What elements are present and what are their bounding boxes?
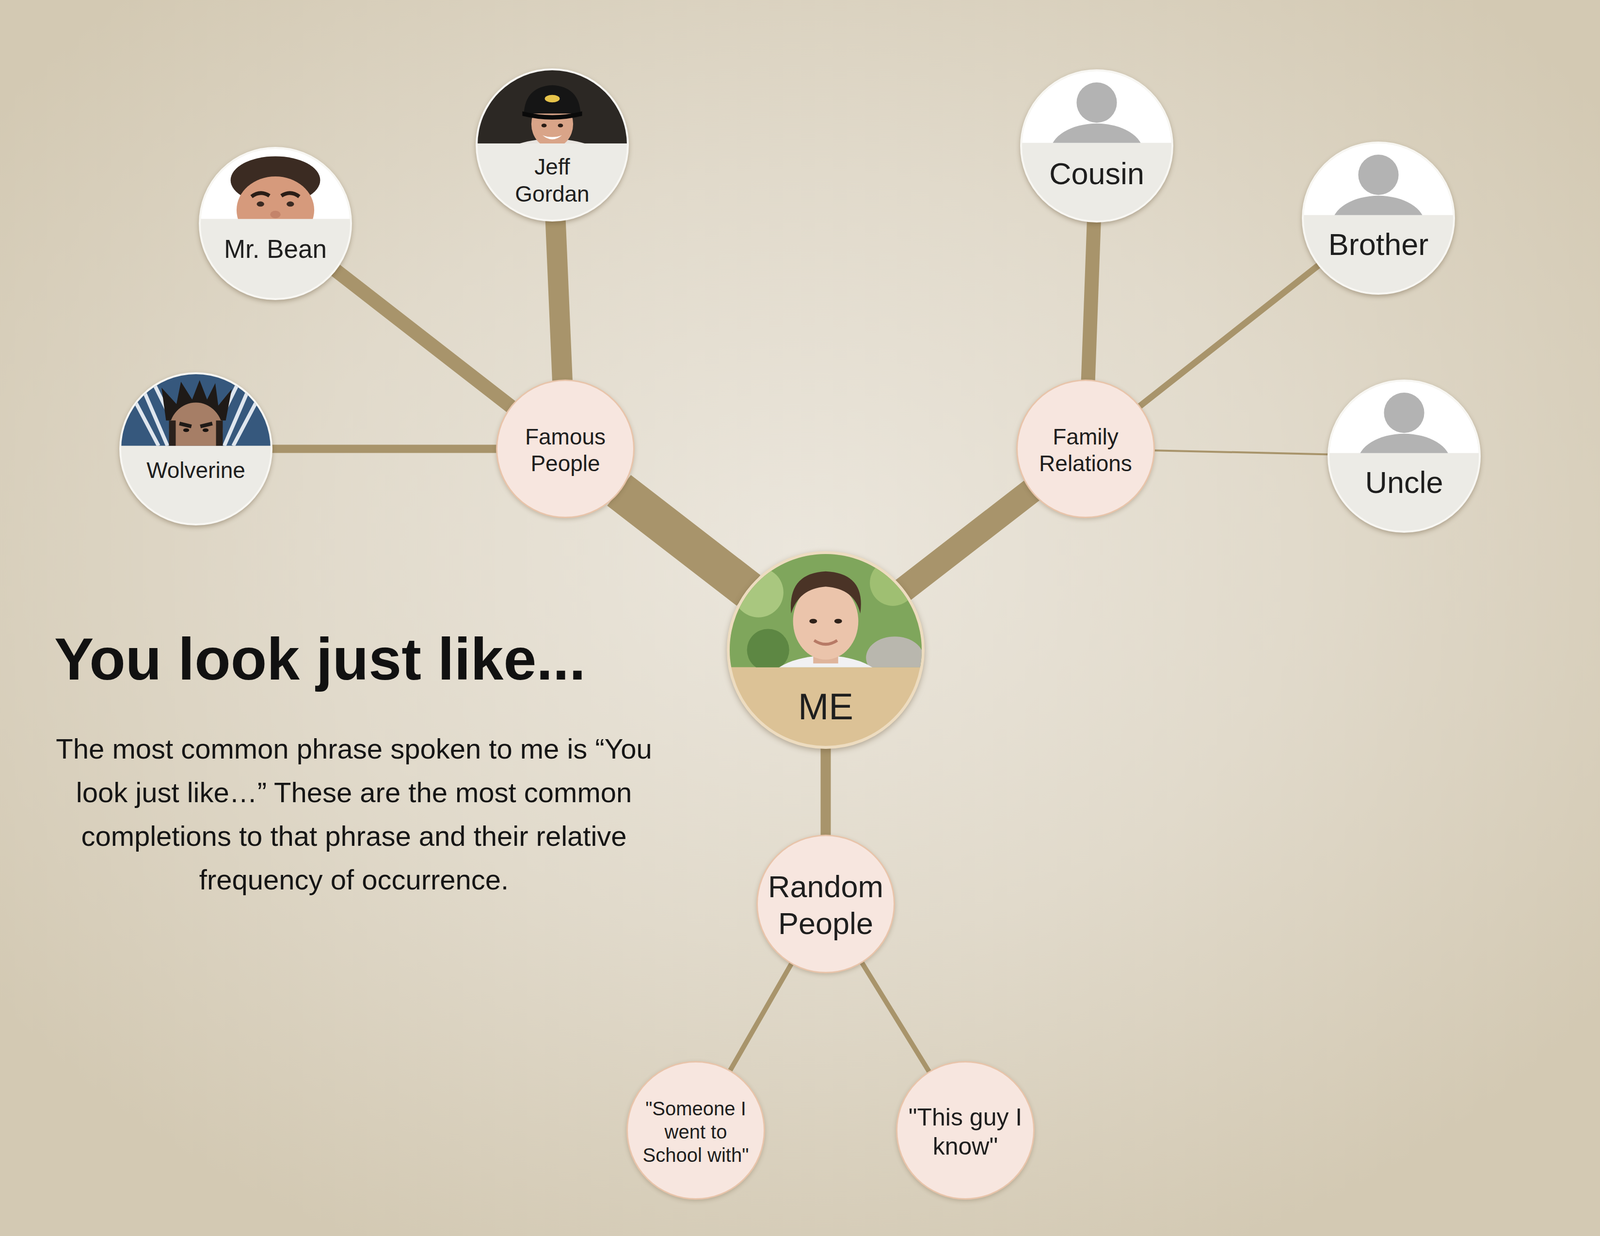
silhouette-shoulders: [1332, 195, 1425, 216]
node-label: Random People: [766, 868, 886, 943]
picture-group: [200, 148, 351, 220]
cap-crown: [523, 85, 581, 114]
node-label: Famous People: [515, 423, 616, 478]
node-label: "This guy I know": [905, 1103, 1025, 1162]
cap-logo: [544, 95, 560, 103]
nose: [270, 210, 281, 219]
celebrity-circle: Wolverine: [119, 372, 273, 526]
eyebrow: [179, 423, 213, 427]
node-label: ME: [766, 684, 886, 729]
eye: [541, 123, 547, 128]
smile: [542, 135, 562, 140]
silhouette-shoulders: [1358, 433, 1451, 454]
connector-line: [334, 269, 512, 408]
eye: [183, 428, 190, 433]
phrase-circle: "Someone I went to School with": [626, 1061, 766, 1200]
silhouette-head: [1076, 82, 1117, 123]
picture-group: [1022, 71, 1172, 144]
eyebrow: [251, 192, 270, 197]
category-circle: Famous People: [496, 379, 635, 519]
face: [169, 402, 224, 447]
face: [236, 176, 315, 220]
celebrity-circle: Jeff Gordan: [475, 68, 629, 222]
portrait-picture: [1303, 143, 1454, 293]
smile: [814, 640, 838, 645]
picture-group: [1329, 381, 1479, 454]
sideburn: [169, 420, 176, 446]
connector-line: [555, 220, 563, 382]
eye: [202, 428, 209, 433]
caption-text: The most common phrase spoken to me is “…: [38, 727, 670, 902]
node-label: Cousin: [1031, 155, 1163, 193]
connector-line: [820, 747, 832, 837]
celebrity-circle: Mr. Bean: [198, 146, 352, 301]
relative-circle: Cousin: [1020, 69, 1174, 223]
foliage: [733, 567, 784, 618]
picture-group: [729, 554, 922, 668]
eye: [286, 201, 294, 208]
node-label: Family Relations: [1028, 423, 1143, 478]
node-label: Brother: [1313, 226, 1444, 264]
diagram-title: You look just like...: [54, 625, 586, 694]
picture-group: [477, 70, 627, 144]
connector-line: [1153, 450, 1329, 455]
foliage: [747, 628, 790, 668]
portrait-picture: [1329, 381, 1479, 531]
rock: [865, 636, 922, 668]
hair: [790, 571, 862, 614]
node-label: Jeff Gordan: [510, 153, 595, 208]
connector-line: [619, 490, 749, 591]
sideburn: [216, 420, 224, 446]
relative-circle: Brother: [1301, 141, 1456, 295]
category-circle: Family Relations: [1016, 379, 1155, 519]
eye: [834, 619, 843, 624]
portrait-picture: [1022, 71, 1172, 221]
eye: [809, 619, 817, 624]
picture-group: [1303, 143, 1454, 216]
connector-line: [1088, 221, 1094, 382]
node-label: Mr. Bean: [208, 233, 343, 265]
portrait-picture: [121, 374, 271, 524]
picture-group: [121, 374, 271, 447]
silhouette-head: [1383, 392, 1424, 433]
node-label: Uncle: [1339, 464, 1470, 502]
cap-brim: [522, 111, 582, 120]
eyebrow: [281, 192, 300, 197]
foliage: [869, 560, 916, 607]
connector-line: [1138, 264, 1320, 407]
silhouette-shoulders: [1050, 123, 1144, 144]
eye: [558, 123, 564, 128]
connector-line: [271, 445, 498, 454]
category-circle: Random People: [756, 834, 896, 974]
connector-line: [861, 961, 930, 1073]
phrase-circle: "This guy I know": [896, 1061, 1035, 1200]
node-label: "Someone I went to School with": [640, 1097, 752, 1168]
connector-line: [729, 962, 793, 1072]
silhouette-head: [1358, 154, 1399, 195]
relative-circle: Uncle: [1327, 379, 1481, 533]
portrait-picture: [200, 148, 351, 299]
center-circle: ME: [726, 551, 925, 750]
node-label: Wolverine: [128, 457, 264, 484]
eye: [256, 201, 265, 208]
connector-line: [902, 490, 1032, 591]
